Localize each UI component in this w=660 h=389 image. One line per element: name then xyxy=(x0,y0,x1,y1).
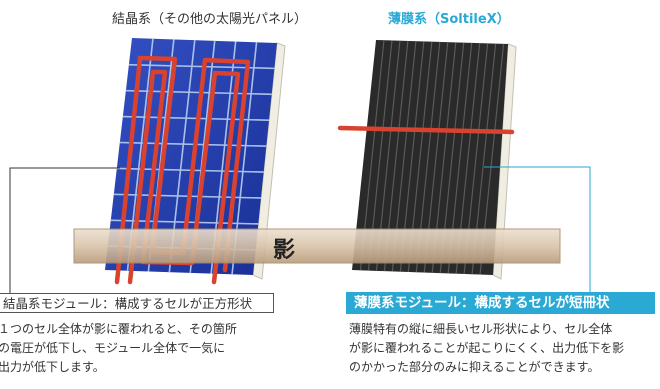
description-line: １つのセル全体が影に覆われると、その箇所 xyxy=(0,322,237,336)
thin-film-title: 薄膜系（SoltileX） xyxy=(388,12,510,27)
description-line: のかかった部分のみに抑えることができます。 xyxy=(349,360,600,374)
current-path-thin-film xyxy=(337,125,515,135)
crystalline-panel xyxy=(105,38,286,285)
crystalline-title: 結晶系（その他の太陽光パネル） xyxy=(112,12,308,27)
leader-line-right xyxy=(484,166,591,292)
shadow-label: 影 xyxy=(273,238,296,263)
thin-film-description: 薄膜特有の縦に細長いセル形状により、セル全体 が影に覆われることが起こりにくく、… xyxy=(349,320,624,377)
description-line: 薄膜特有の縦に細長いセル形状により、セル全体 xyxy=(349,322,613,336)
description-line: が影に覆われることが起こりにくく、出力低下を影 xyxy=(349,341,625,355)
description-line: の電圧が低下し、モジュール全体で一気に xyxy=(0,341,226,355)
shadow-bar xyxy=(73,228,561,264)
leader-line-left xyxy=(9,167,120,293)
description-line: 出力が低下します。 xyxy=(0,360,105,374)
crystalline-heading-box: 結晶系モジュール：構成するセルが正方形状 xyxy=(0,293,274,313)
thin-film-panel xyxy=(337,40,517,280)
thin-film-heading-box: 薄膜系モジュール：構成するセルが短冊状 xyxy=(346,292,655,314)
crystalline-description: １つのセル全体が影に覆われると、その箇所 の電圧が低下し、モジュール全体で一気に… xyxy=(0,320,237,377)
